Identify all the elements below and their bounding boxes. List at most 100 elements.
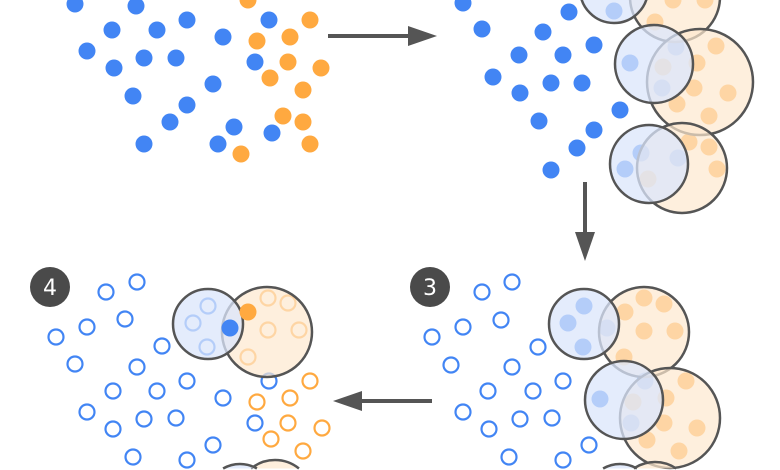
orange-point: [239, 303, 257, 321]
orange-point: [301, 135, 319, 153]
blue-cluster-circle: [613, 23, 695, 105]
hollow-blue-point: [178, 372, 196, 390]
blue-point: [554, 46, 572, 64]
blue-point: [263, 124, 281, 142]
blue-point: [167, 49, 185, 67]
blue-point: [534, 23, 552, 41]
hollow-blue-point: [503, 273, 521, 291]
step-number-4: 4: [43, 276, 57, 301]
orange-point: [279, 53, 297, 71]
hollow-blue-point: [500, 448, 518, 466]
hollow-blue-point: [128, 273, 146, 291]
step-badge-3: 3: [410, 267, 450, 307]
orange-point: [294, 81, 312, 99]
hollow-orange-point: [313, 419, 331, 437]
blue-point: [568, 139, 586, 157]
orange-cluster-circle-outline: [250, 458, 300, 470]
hollow-blue-point: [480, 420, 498, 438]
orange-point: [294, 113, 312, 131]
blue-point: [585, 121, 603, 139]
blue-cluster-circle: [547, 287, 621, 361]
orange-point: [261, 69, 279, 87]
hollow-orange-point: [248, 393, 266, 411]
blue-point: [178, 96, 196, 114]
blue-cluster-circle: [222, 462, 258, 470]
blue-cluster-circle: [583, 359, 665, 441]
blue-point: [225, 118, 243, 136]
orange-point: [281, 28, 299, 46]
blue-point: [127, 0, 145, 15]
blue-point: [214, 28, 232, 46]
step-number-3: 3: [423, 276, 437, 301]
hollow-blue-point: [135, 410, 153, 428]
blue-point: [560, 3, 578, 21]
hollow-blue-point: [246, 414, 264, 432]
blue-point: [209, 135, 227, 153]
hollow-blue-point: [473, 283, 491, 301]
blue-point: [511, 84, 529, 102]
hollow-orange-point: [301, 372, 319, 390]
blue-cluster-circle: [608, 123, 690, 205]
orange-point: [312, 59, 330, 77]
blue-point: [542, 161, 560, 179]
blue-point: [135, 135, 153, 153]
blue-point: [178, 11, 196, 29]
blue-point: [573, 74, 591, 92]
step-badge-4: 4: [30, 267, 70, 307]
flow-arrows: [328, 26, 595, 411]
orange-cluster-circle: [633, 460, 677, 470]
cluster-circles-layer: [171, 0, 755, 470]
blue-point: [103, 21, 121, 39]
hollow-blue-point: [47, 328, 65, 346]
blue-point: [78, 42, 96, 60]
hollow-blue-point: [503, 358, 521, 376]
hollow-blue-point: [153, 337, 171, 355]
hollow-blue-point: [423, 328, 441, 346]
blue-point: [454, 0, 472, 12]
blue-cluster-circle: [171, 287, 245, 361]
hollow-blue-point: [554, 372, 572, 390]
hollow-blue-point: [124, 448, 142, 466]
hollow-orange-point: [262, 430, 280, 448]
hollow-blue-point: [454, 403, 472, 421]
blue-point: [148, 21, 166, 39]
blue-point: [221, 319, 239, 337]
orange-point: [301, 11, 319, 29]
hollow-blue-point: [529, 338, 547, 356]
hollow-blue-point: [167, 409, 185, 427]
orange-cluster-circle-outline: [633, 460, 677, 470]
blue-point: [542, 74, 560, 92]
blue-point: [484, 68, 502, 86]
hollow-blue-point: [78, 318, 96, 336]
hollow-blue-point: [214, 389, 232, 407]
hollow-blue-point: [148, 382, 166, 400]
hollow-blue-point: [554, 451, 572, 469]
blue-cluster-circle-outline: [602, 462, 638, 470]
orange-point: [232, 145, 250, 163]
hollow-blue-point: [66, 355, 84, 373]
hollow-blue-point: [116, 310, 134, 328]
hollow-blue-point: [511, 410, 529, 428]
blue-cluster-circle: [580, 0, 648, 25]
hollow-orange-point: [294, 442, 312, 460]
blue-point: [473, 20, 491, 38]
blue-point: [124, 87, 142, 105]
hollow-blue-point: [97, 283, 115, 301]
hollow-blue-point: [580, 436, 598, 454]
orange-point: [239, 0, 257, 9]
hollow-blue-point: [128, 358, 146, 376]
blue-point: [105, 59, 123, 77]
hollow-blue-point: [492, 311, 510, 329]
blue-point: [611, 101, 629, 119]
blue-point: [260, 11, 278, 29]
hollow-blue-point: [442, 356, 460, 374]
orange-point: [248, 32, 266, 50]
arrow-down: [575, 182, 595, 261]
hollow-blue-point: [454, 318, 472, 336]
hollow-blue-point: [543, 409, 561, 427]
hollow-orange-point: [281, 389, 299, 407]
orange-cluster-circle: [250, 458, 300, 470]
hollow-blue-point: [104, 382, 122, 400]
blue-point: [204, 75, 222, 93]
